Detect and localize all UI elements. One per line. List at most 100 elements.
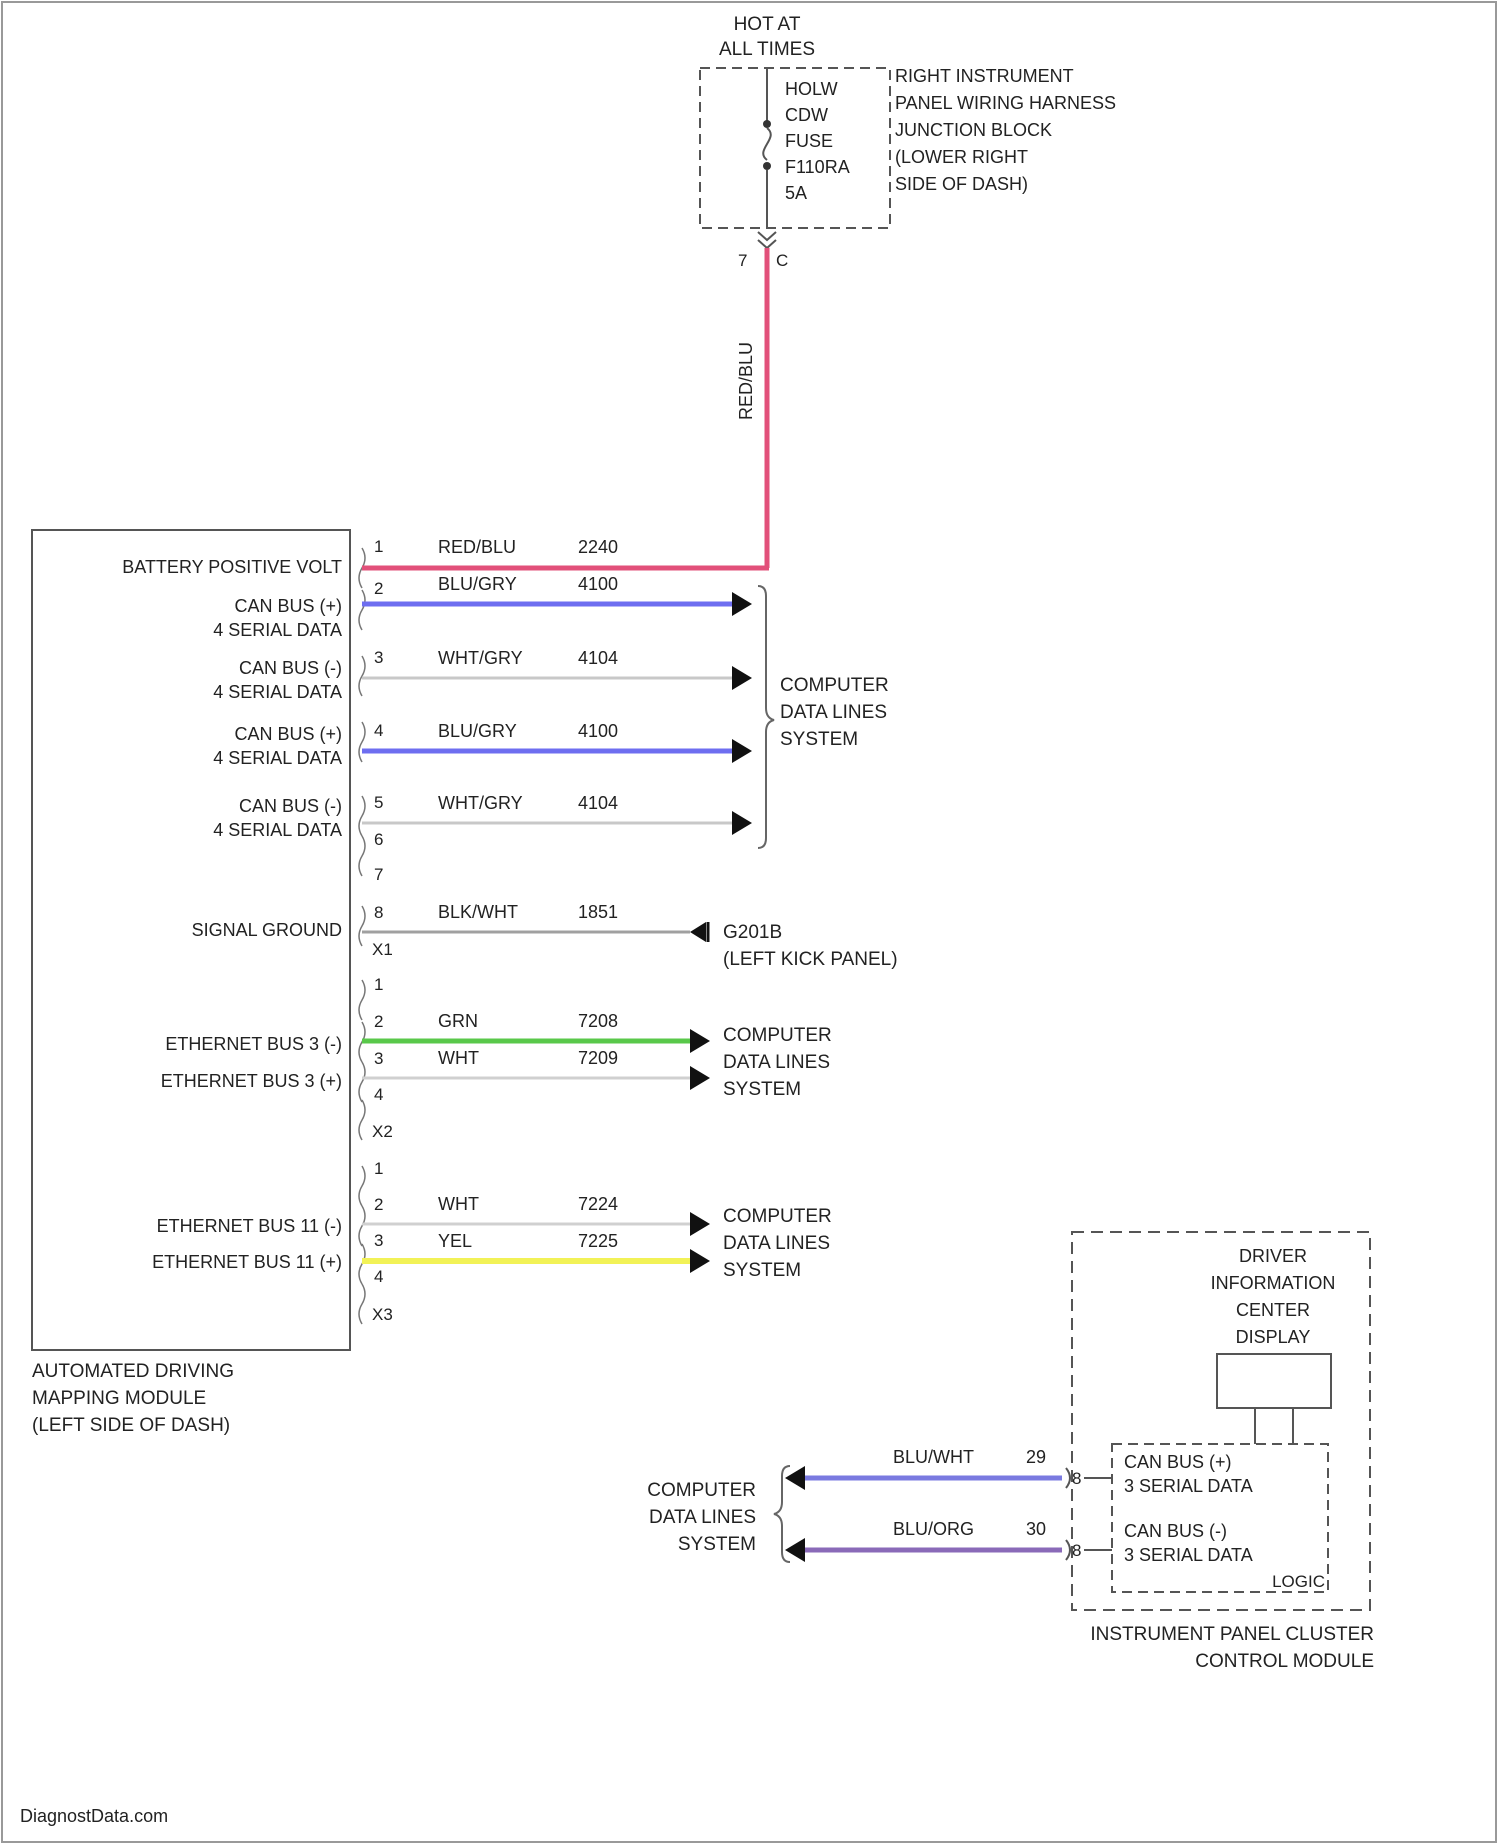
site-brand: DiagnostData.com <box>20 1806 168 1826</box>
cdl-can-label-3: SYSTEM <box>780 729 858 750</box>
cluster-can-lo-2: 3 SERIAL DATA <box>1124 1545 1253 1565</box>
cdl-eth11-label-1: COMPUTER <box>723 1206 832 1227</box>
ground-label-1: G201B <box>723 922 782 943</box>
wire-pin8-circuit: 1851 <box>578 902 618 922</box>
pin-4: 4 <box>374 721 383 740</box>
fuse-pin-number: 7 <box>738 251 747 270</box>
cluster-name-1: INSTRUMENT PANEL CLUSTER <box>1090 1624 1374 1645</box>
cluster-can-hi-1: CAN BUS (+) <box>1124 1452 1232 1472</box>
wire-pin4-color: BLU/GRY <box>438 721 517 741</box>
cluster-pin-hi: 8 <box>1072 1469 1081 1488</box>
wire-x2-pin2-circuit: 7208 <box>578 1011 618 1031</box>
cluster-pin-mark-lo <box>1066 1540 1070 1560</box>
func-battery-positive: BATTERY POSITIVE VOLT <box>122 557 342 577</box>
fuse-symbol <box>763 128 771 160</box>
connector-x1-marks <box>359 548 365 1324</box>
cluster-pin-lo: 8 <box>1072 1541 1081 1560</box>
dic-label-4: DISPLAY <box>1236 1327 1311 1347</box>
arrow-x3-pin2 <box>690 1212 710 1236</box>
x3-pin-2: 2 <box>374 1195 383 1214</box>
cdl-can-label-1: COMPUTER <box>780 675 889 696</box>
fuse-terminal-bottom <box>763 162 771 170</box>
wire-x2-pin3-circuit: 7209 <box>578 1048 618 1068</box>
cdl-cluster-label-1: COMPUTER <box>647 1480 756 1501</box>
fuse-terminal-top <box>763 120 771 128</box>
cdl-eth11-label-3: SYSTEM <box>723 1260 801 1281</box>
wire-x3-pin2-color: WHT <box>438 1194 479 1214</box>
cluster-can-hi-2: 3 SERIAL DATA <box>1124 1476 1253 1496</box>
wire-x2-pin2-color: GRN <box>438 1011 478 1031</box>
cdl-cluster-label-2: DATA LINES <box>649 1507 756 1528</box>
pin-3: 3 <box>374 648 383 667</box>
x2-pin-2: 2 <box>374 1012 383 1031</box>
x2-pin-3: 3 <box>374 1049 383 1068</box>
hot-at-label: HOT AT <box>734 14 801 35</box>
mapping-module-name-1: AUTOMATED DRIVING <box>32 1361 234 1382</box>
junction-label-5: SIDE OF DASH) <box>895 174 1028 194</box>
ground-arrow <box>690 922 706 942</box>
wire-x3-pin3-circuit: 7225 <box>578 1231 618 1251</box>
func-eth3-neg: ETHERNET BUS 3 (-) <box>165 1034 342 1054</box>
arrow-x3-pin3 <box>690 1249 710 1273</box>
cluster-can-lo-1: CAN BUS (-) <box>1124 1521 1227 1541</box>
arrow-pin5 <box>732 811 752 835</box>
func-eth3-pos: ETHERNET BUS 3 (+) <box>161 1071 342 1091</box>
dic-label-2: INFORMATION <box>1211 1273 1336 1293</box>
fuse-label-2: CDW <box>785 105 828 125</box>
dic-label-1: DRIVER <box>1239 1246 1307 1266</box>
fuse-label-4: F110RA <box>785 157 850 177</box>
dic-display-box <box>1217 1354 1331 1408</box>
fuse-label-3: FUSE <box>785 131 833 151</box>
func-eth11-pos: ETHERNET BUS 11 (+) <box>152 1252 342 1272</box>
battery-feed-wire-label: RED/BLU <box>736 342 756 420</box>
cdl-eth11-label-2: DATA LINES <box>723 1233 830 1254</box>
func-eth11-neg: ETHERNET BUS 11 (-) <box>157 1216 342 1236</box>
pin-2: 2 <box>374 579 383 598</box>
connector-x2-label: X2 <box>372 1122 393 1141</box>
junction-label-2: PANEL WIRING HARNESS <box>895 93 1116 113</box>
pin-5: 5 <box>374 793 383 812</box>
cdl-cluster-label-3: SYSTEM <box>678 1534 756 1555</box>
func-can-lo-1-a: CAN BUS (-) <box>239 658 342 678</box>
wire-x2-pin3-color: WHT <box>438 1048 479 1068</box>
cluster-wire-hi-color: BLU/WHT <box>893 1447 974 1467</box>
junction-label-3: JUNCTION BLOCK <box>895 120 1052 140</box>
dic-label-3: CENTER <box>1236 1300 1310 1320</box>
cdl-bracket-can <box>758 586 774 848</box>
wire-x3-pin2-circuit: 7224 <box>578 1194 618 1214</box>
cluster-wire-hi-pin: 29 <box>1026 1447 1046 1467</box>
arrow-x2-pin2 <box>690 1029 710 1053</box>
wire-x3-pin3-color: YEL <box>438 1231 472 1251</box>
x3-pin-1: 1 <box>374 1159 383 1178</box>
x3-pin-4: 4 <box>374 1267 383 1286</box>
fuse-label-1: HOLW <box>785 79 838 99</box>
cluster-logic-label: LOGIC <box>1272 1572 1325 1591</box>
cluster-wire-lo-pin: 30 <box>1026 1519 1046 1539</box>
func-can-lo-2-b: 4 SERIAL DATA <box>213 820 342 840</box>
pin-6: 6 <box>374 830 383 849</box>
fuse-label-5: 5A <box>785 183 807 203</box>
fuse-connector-mark <box>758 232 776 240</box>
x2-pin-4: 4 <box>374 1085 383 1104</box>
cdl-eth3-label-3: SYSTEM <box>723 1079 801 1100</box>
cluster-wire-lo-color: BLU/ORG <box>893 1519 974 1539</box>
func-can-hi-2-a: CAN BUS (+) <box>234 724 342 744</box>
pin-8: 8 <box>374 903 383 922</box>
cdl-bracket-cluster <box>774 1466 790 1562</box>
x3-pin-3: 3 <box>374 1231 383 1250</box>
wire-pin1-circuit: 2240 <box>578 537 618 557</box>
cdl-eth3-label-1: COMPUTER <box>723 1025 832 1046</box>
x2-pin-1: 1 <box>374 975 383 994</box>
connector-x1-label: X1 <box>372 940 393 959</box>
cdl-eth3-label-2: DATA LINES <box>723 1052 830 1073</box>
mapping-module-name-3: (LEFT SIDE OF DASH) <box>32 1415 230 1436</box>
mapping-module-name-2: MAPPING MODULE <box>32 1388 206 1409</box>
all-times-label: ALL TIMES <box>719 39 815 60</box>
fuse-connector-id: C <box>776 251 788 270</box>
wire-pin2-circuit: 4100 <box>578 574 618 594</box>
wire-pin3-circuit: 4104 <box>578 648 618 668</box>
arrow-pin3 <box>732 666 752 690</box>
wire-pin3-color: WHT/GRY <box>438 648 523 668</box>
wire-pin1-color: RED/BLU <box>438 537 516 557</box>
